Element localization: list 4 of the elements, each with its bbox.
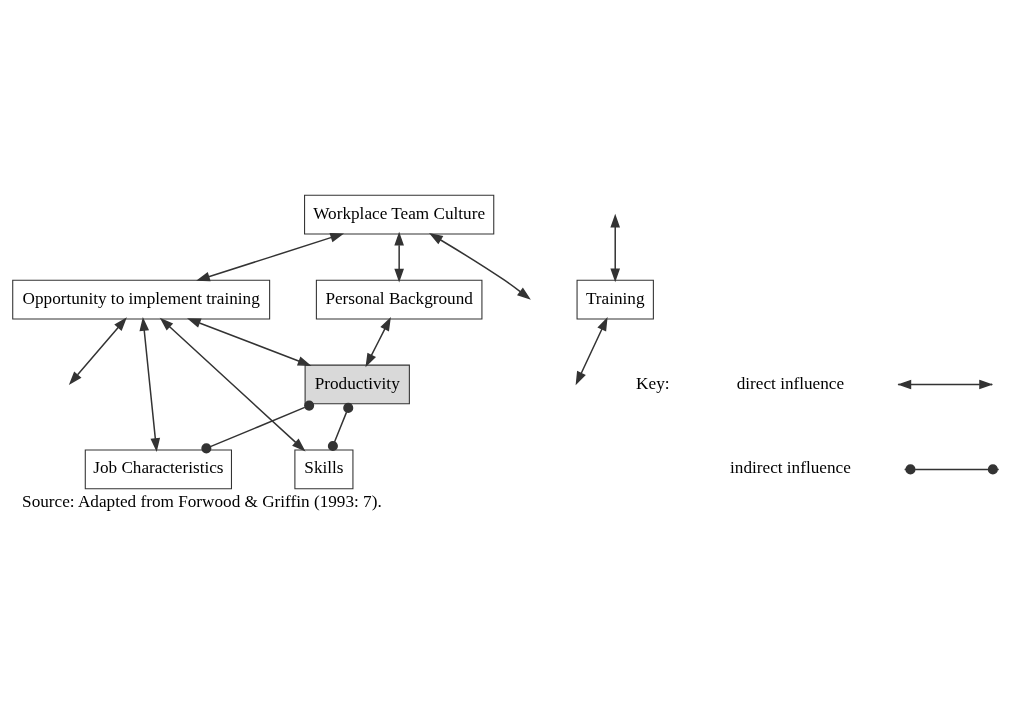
label: Key:	[636, 373, 670, 393]
caption: Source: Adapted from Forwood & Griffin (1993: 7).	[22, 491, 382, 511]
legend-label: indirect influence	[730, 457, 851, 477]
legend-label: direct influence	[736, 373, 845, 393]
